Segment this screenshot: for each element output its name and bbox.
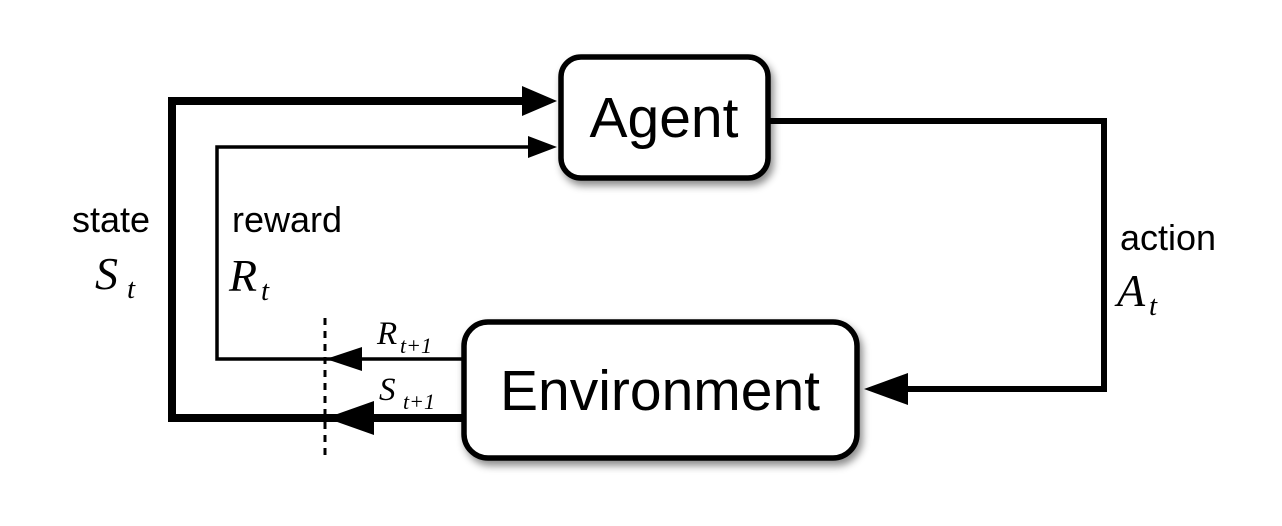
next-reward-symbol: R (376, 316, 397, 352)
state-subscript: t (127, 273, 136, 305)
next-state-symbol: S (379, 372, 396, 408)
agent-label: Agent (590, 86, 739, 150)
state-line (168, 97, 526, 422)
agent-box (558, 54, 771, 181)
action-line (766, 118, 1107, 392)
reward-word-label: reward (232, 199, 342, 240)
state-word-label: state (72, 199, 150, 240)
next-state-subscript: t+1 (403, 389, 435, 414)
reward-subscript: t (261, 275, 270, 307)
next-reward-subscript: t+1 (400, 333, 432, 358)
action-arrowhead-icon (864, 373, 908, 405)
state-arrowhead-icon (522, 86, 557, 116)
reward-symbol: R (228, 250, 257, 301)
environment-label: Environment (500, 359, 820, 423)
environment-box (461, 319, 860, 461)
next-reward-arrowhead-icon (326, 347, 362, 371)
reward-arrowhead-icon (528, 136, 557, 158)
action-subscript: t (1149, 290, 1158, 322)
next-state-arrowhead-icon (326, 401, 374, 435)
action-symbol: A (1114, 265, 1146, 316)
action-word-label: action (1120, 217, 1216, 258)
state-symbol: S (95, 248, 118, 299)
